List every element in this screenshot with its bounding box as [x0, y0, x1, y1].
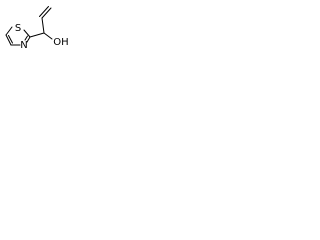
- bond-s-c5: [5, 26, 13, 36]
- sulfur-label: S: [15, 23, 21, 34]
- bond-c5-c4: [5, 34, 12, 46]
- bond-ch-vinyl: [41, 17, 45, 34]
- bond-n-c2-double: [24, 35, 28, 41]
- hydroxyl-label: OH: [53, 37, 68, 48]
- bond-c2-ch: [29, 32, 45, 38]
- bond-ch-oh: [43, 32, 53, 40]
- nitrogen-label: N: [20, 40, 27, 51]
- bond-c5-c4-double: [8, 35, 13, 44]
- thiazolyl-propenol-structure: S N OH: [5, 6, 69, 51]
- bond-n-c2: [26, 36, 31, 43]
- bond-vinyl-terminal-double: [39, 6, 49, 17]
- bond-c2-s: [23, 29, 31, 38]
- bond-vinyl-terminal: [41, 7, 52, 19]
